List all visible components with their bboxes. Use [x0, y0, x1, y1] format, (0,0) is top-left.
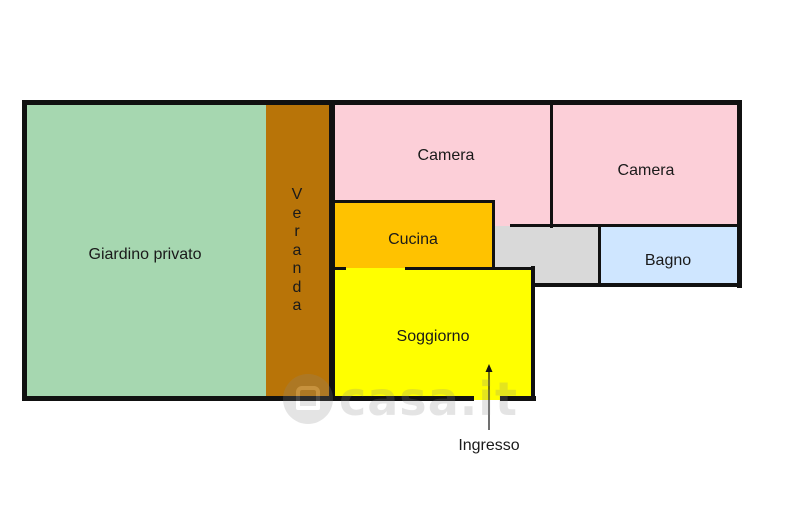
label-ingresso: Ingresso [458, 437, 520, 454]
entrance-arrow-icon [485, 364, 493, 430]
label-veranda-letter: n [292, 260, 302, 277]
label-veranda-letter: e [292, 204, 302, 222]
label-veranda-letter: r [294, 223, 300, 240]
wall-cucina-east [492, 200, 495, 270]
label-veranda-letter: a [292, 241, 302, 259]
room-bagno [600, 226, 740, 286]
wall-camera2-bottom [552, 224, 740, 227]
room-cucina [332, 202, 494, 270]
label-veranda-letter: V [291, 186, 303, 203]
wall-camera1-bottom [510, 224, 552, 227]
room-soggiorno [332, 268, 534, 400]
wall-outer-top [22, 100, 742, 105]
wall-outer-right [737, 100, 742, 288]
room-camera-2 [552, 102, 740, 228]
label-bagno: Bagno [644, 252, 692, 269]
wall-camera-divider [550, 100, 553, 228]
label-camera-1: Camera [417, 147, 475, 164]
wall-cucina-bottom-a [332, 267, 346, 270]
wall-outer-left [22, 100, 27, 401]
wall-outer-bottom-left [22, 396, 474, 401]
label-cucina: Cucina [388, 231, 438, 248]
wall-cucina-top [332, 200, 495, 203]
label-soggiorno: Soggiorno [396, 328, 470, 345]
wall-bottom-east [532, 283, 742, 287]
room-giardino-privato [24, 102, 266, 400]
watermark: casa.it [283, 372, 518, 426]
wall-veranda-house [329, 100, 335, 401]
label-veranda-letter: a [292, 297, 302, 314]
casa-logo-icon [283, 374, 333, 424]
label-veranda-letter: d [292, 278, 302, 296]
watermark-text: casa.it [339, 372, 518, 426]
label-giardino-privato: Giardino privato [88, 246, 202, 263]
room-veranda [266, 102, 332, 400]
label-camera-2: Camera [617, 162, 675, 179]
wall-soggiorno-east [531, 266, 535, 401]
wall-outer-bottom-right [500, 396, 536, 401]
wall-cucina-bottom-b [405, 267, 535, 270]
wall-bagno-west [598, 226, 601, 286]
